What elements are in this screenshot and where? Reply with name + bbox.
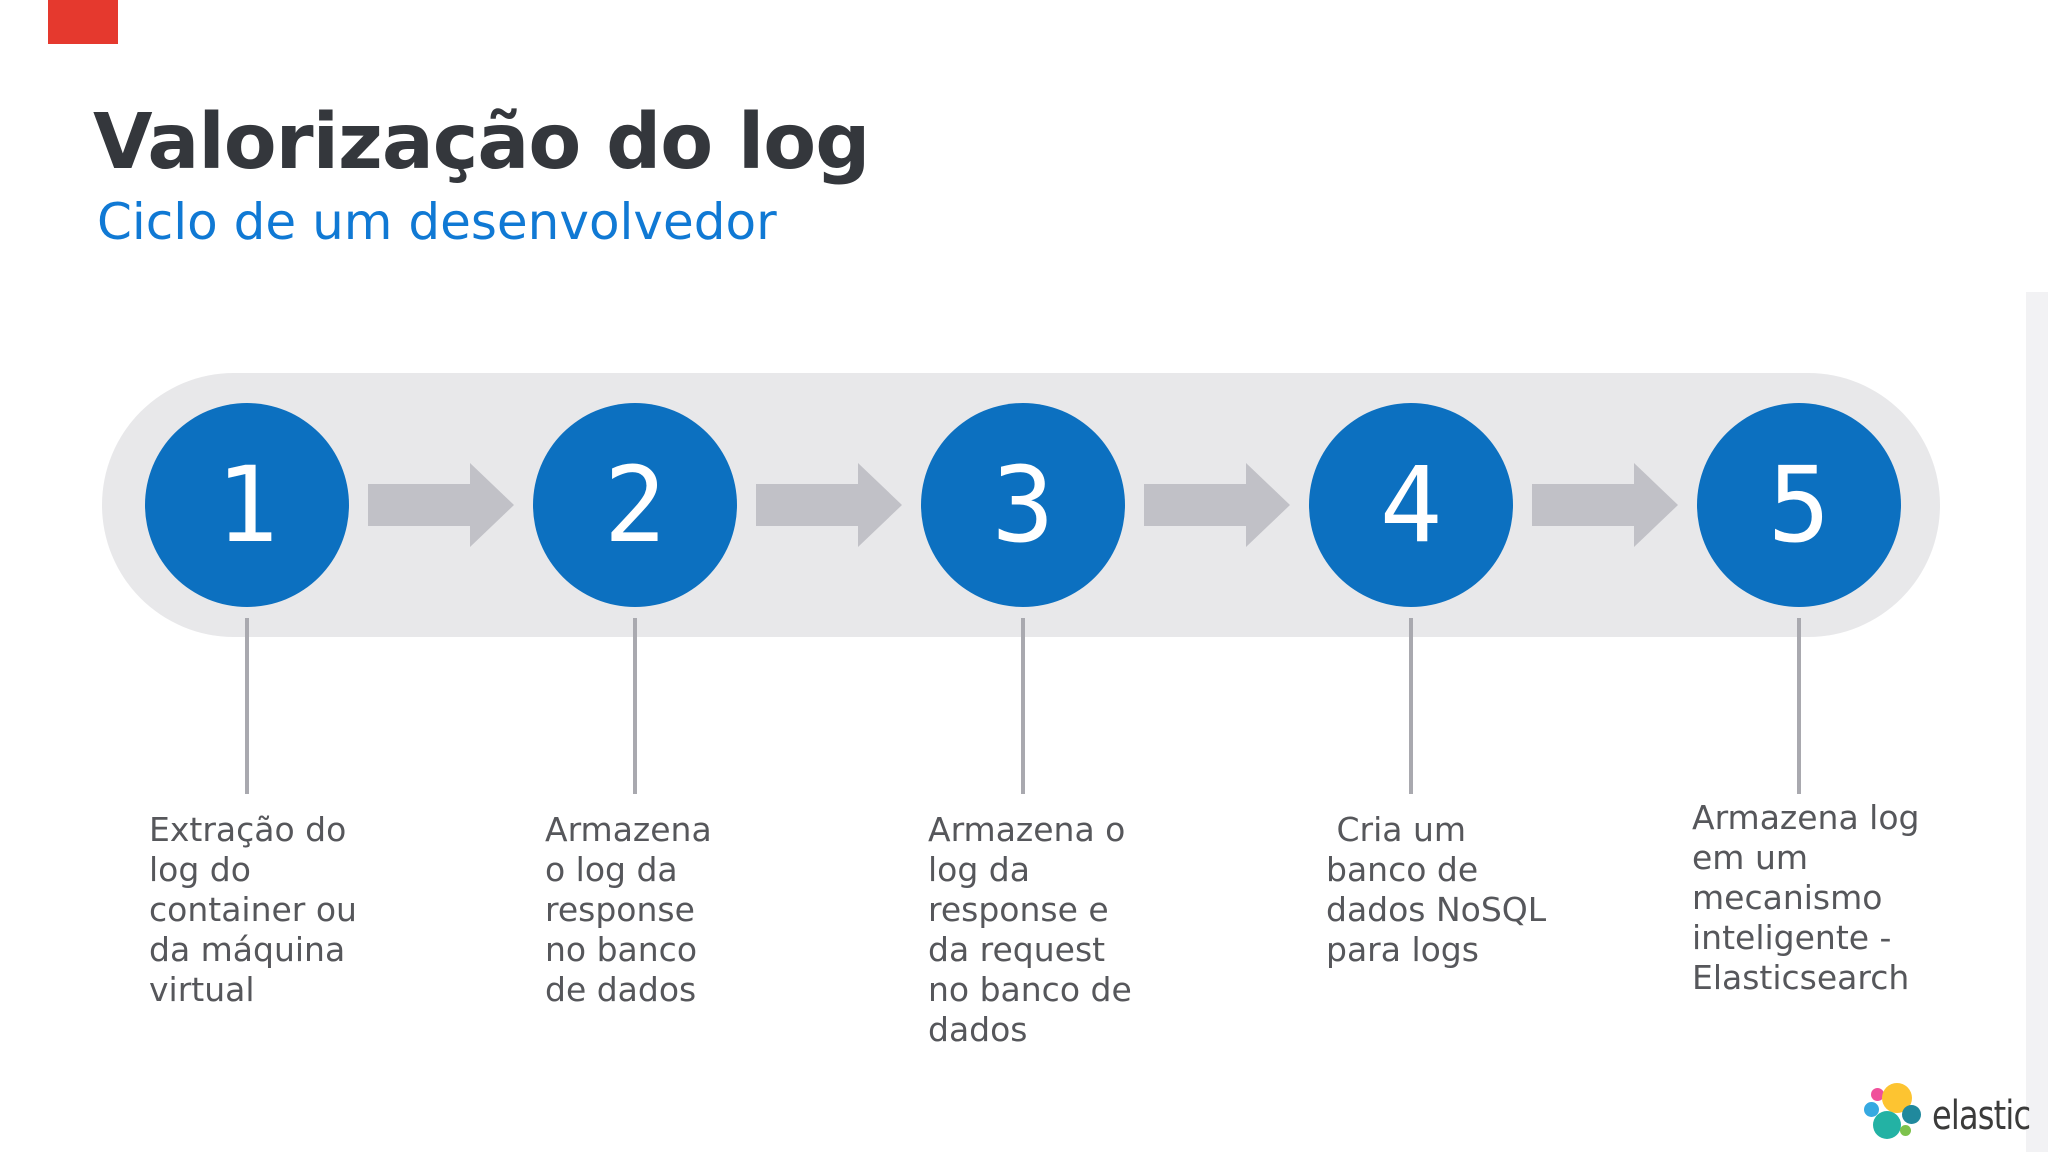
step-circle-2: 2: [533, 403, 737, 607]
step-description-5: Armazena log em um mecanismo inteligente…: [1692, 798, 1920, 997]
step-number: 2: [603, 444, 667, 566]
red-accent-bar: [48, 0, 118, 44]
elastic-logo-dot-teal: [1873, 1111, 1901, 1139]
arrow-right-icon: [1144, 463, 1290, 547]
arrow-head: [470, 463, 514, 547]
arrow-head: [1246, 463, 1290, 547]
arrow-shaft: [756, 484, 859, 526]
step-number: 4: [1379, 444, 1443, 566]
step-number: 1: [215, 444, 279, 566]
arrow-shaft: [1144, 484, 1247, 526]
arrow-shaft: [368, 484, 471, 526]
elastic-logo-dot-green: [1900, 1125, 1911, 1136]
arrow-shaft: [1532, 484, 1635, 526]
elastic-logo-dot-pink: [1871, 1088, 1884, 1101]
arrow-right-icon: [1532, 463, 1678, 547]
step-circle-3: 3: [921, 403, 1125, 607]
elastic-brand-text: elastic: [1932, 1093, 2031, 1139]
step-circle-5: 5: [1697, 403, 1901, 607]
step-description-2: Armazena o log da response no banco de d…: [545, 810, 712, 1009]
step-connector-line: [633, 618, 637, 794]
arrow-head: [858, 463, 902, 547]
step-description-4: Cria um banco de dados NoSQL para logs: [1326, 810, 1547, 969]
step-connector-line: [1021, 618, 1025, 794]
arrow-right-icon: [368, 463, 514, 547]
step-connector-line: [1409, 618, 1413, 794]
step-number: 5: [1767, 444, 1831, 566]
step-circle-1: 1: [145, 403, 349, 607]
step-description-1: Extração do log do container ou da máqui…: [149, 810, 357, 1009]
arrow-head: [1634, 463, 1678, 547]
elastic-logo: elastic: [1862, 1080, 2042, 1144]
step-connector-line: [1797, 618, 1801, 794]
step-number: 3: [991, 444, 1055, 566]
step-circle-4: 4: [1309, 403, 1513, 607]
elastic-logo-dot-lightblue: [1864, 1102, 1879, 1117]
step-connector-line: [245, 618, 249, 794]
right-edge-shade: [2026, 292, 2048, 1152]
page-title: Valorização do log: [93, 98, 870, 187]
arrow-right-icon: [756, 463, 902, 547]
step-description-3: Armazena o log da response e da request …: [928, 810, 1132, 1049]
page-subtitle: Ciclo de um desenvolvedor: [97, 193, 777, 251]
elastic-logo-dot-darkteal: [1902, 1105, 1921, 1124]
